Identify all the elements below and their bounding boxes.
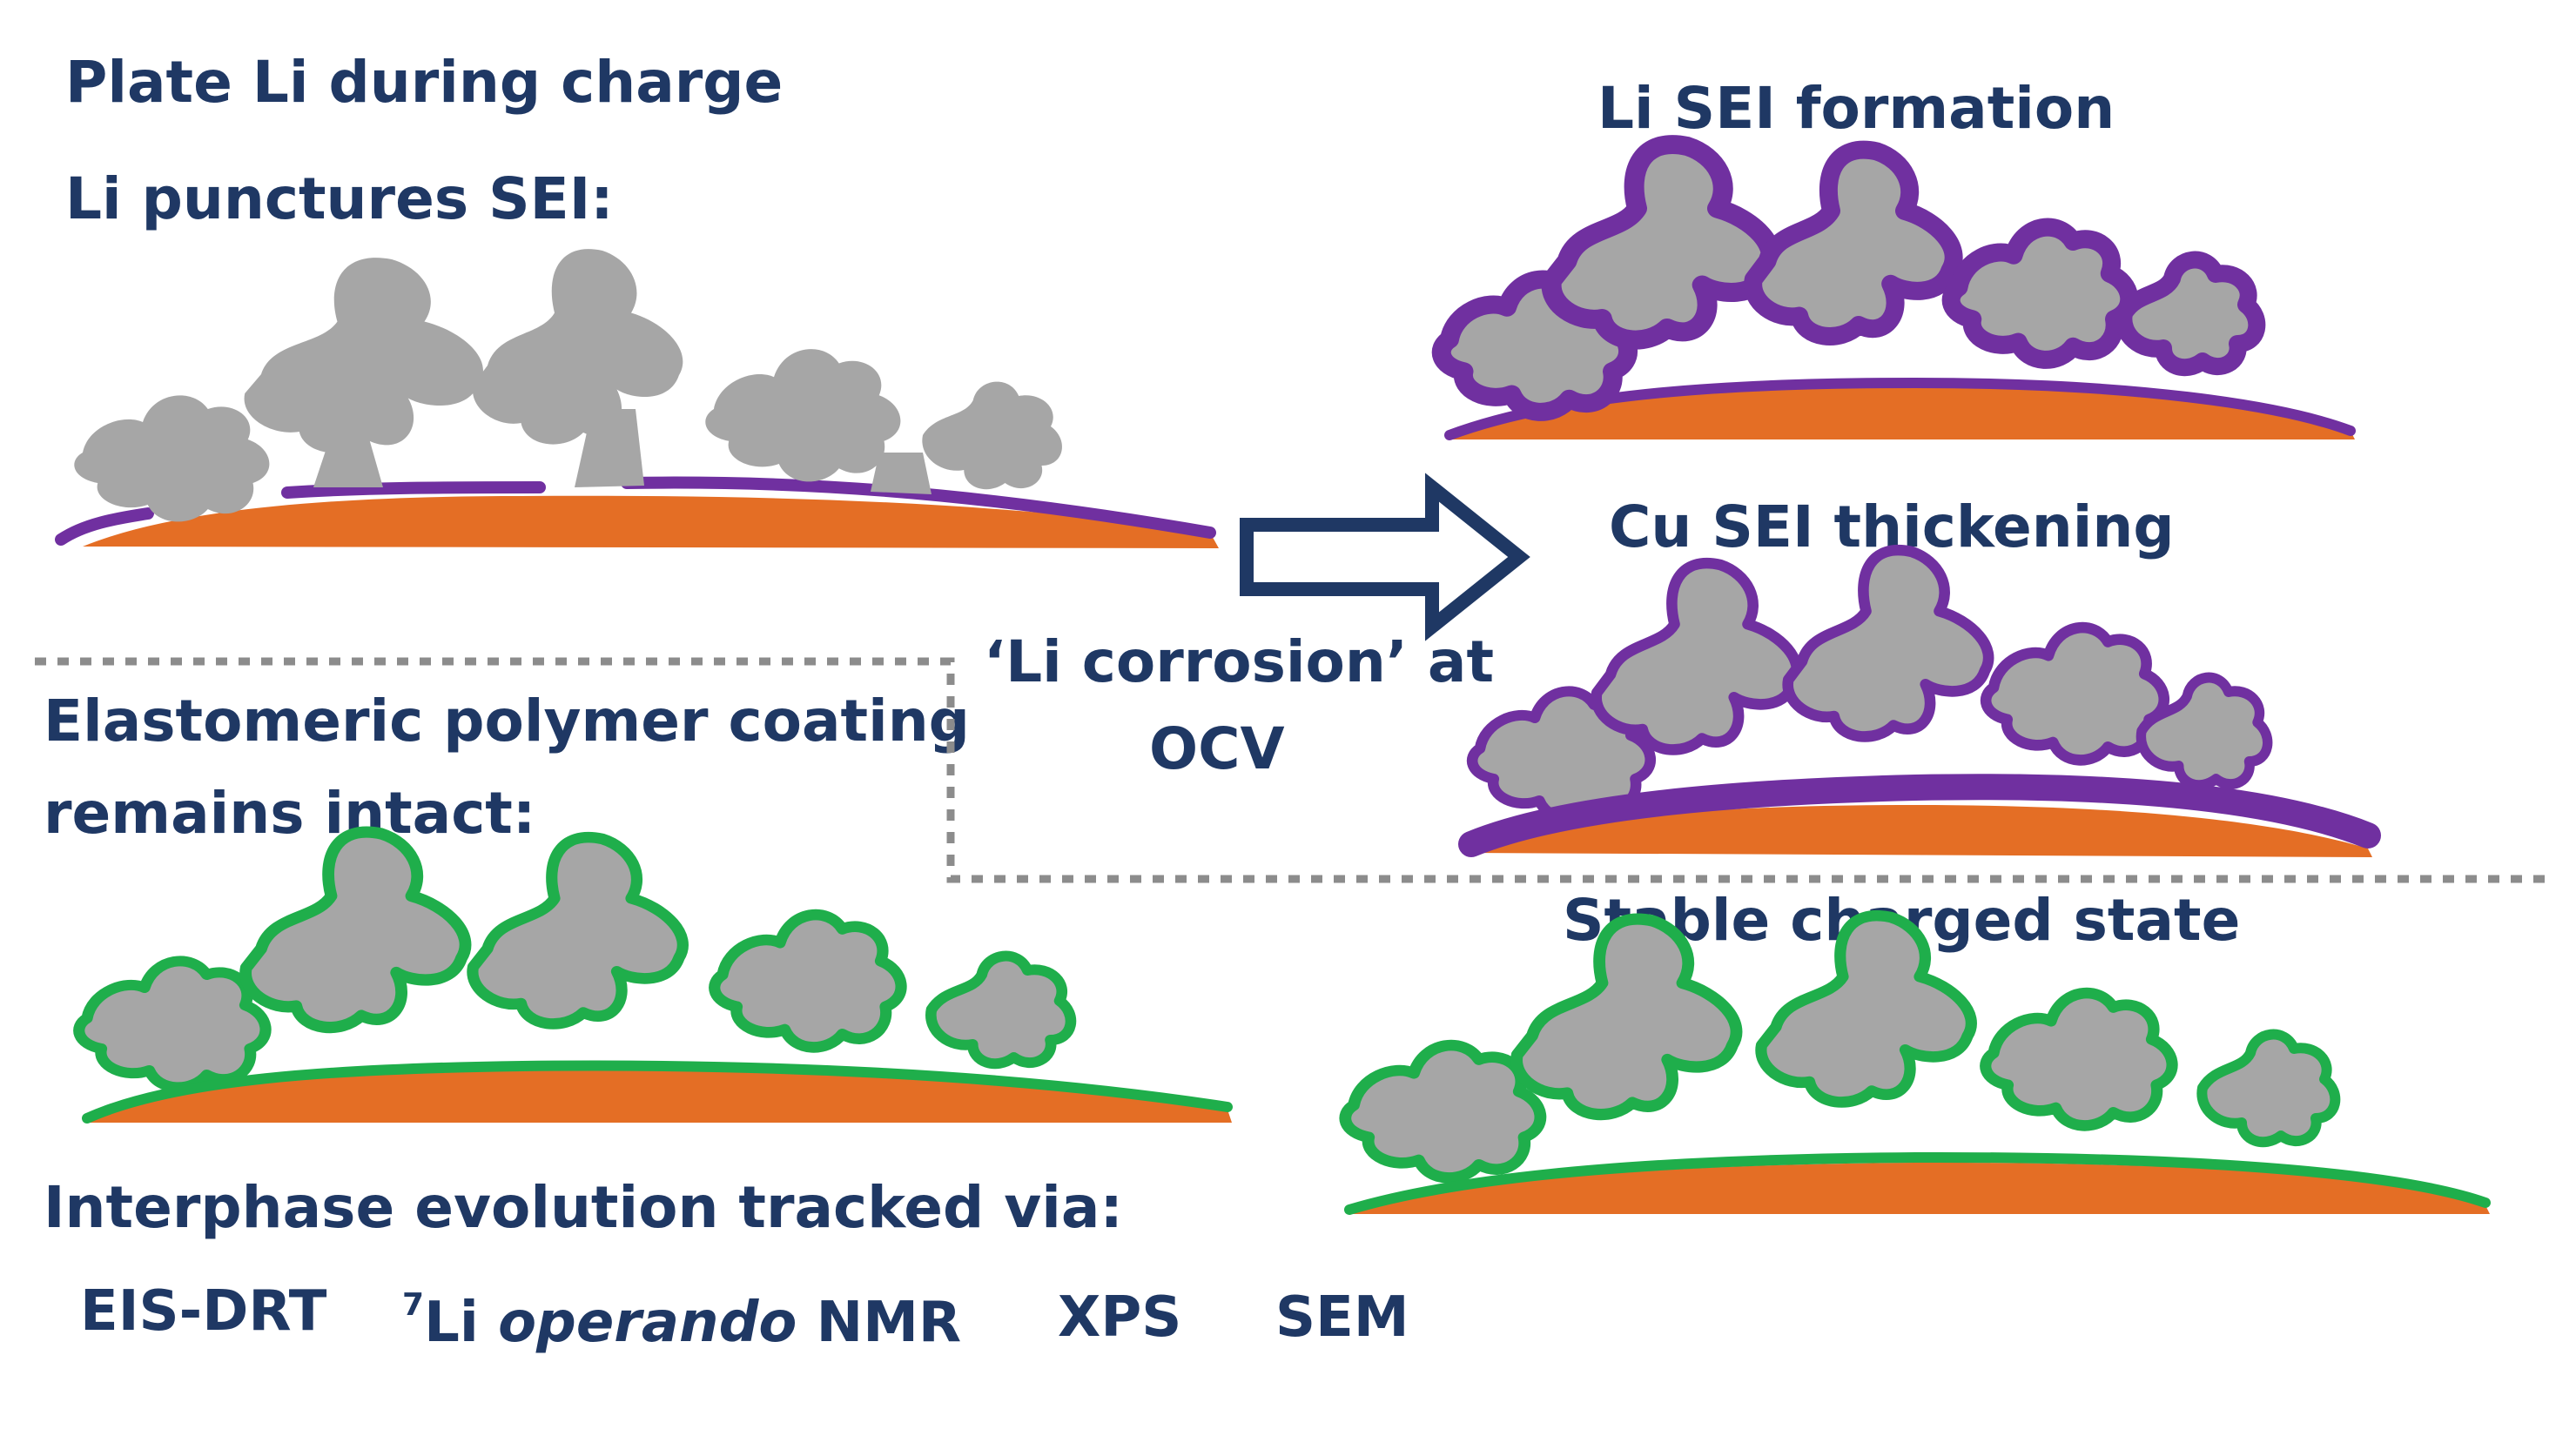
copper-substrate — [1349, 1162, 2490, 1214]
technique-sem: SEM — [1275, 1285, 1409, 1350]
nmr-li: Li — [424, 1291, 499, 1355]
polymer-coating-layer — [1344, 1151, 2491, 1215]
nmr-rest: NMR — [797, 1291, 962, 1355]
lithium-deposits — [74, 249, 1062, 522]
copper-substrate — [1449, 387, 2355, 439]
panel-li-punctures-sei — [55, 249, 1219, 548]
heading-elastomeric-line1: Elastomeric polymer coating — [44, 688, 970, 755]
nmr-operando: operando — [498, 1291, 797, 1355]
superscript-7: 7 — [402, 1287, 425, 1323]
lithium-with-polymer — [1345, 916, 2335, 1177]
heading-interphase-evolution: Interphase evolution tracked via: — [44, 1174, 1123, 1241]
panel-cu-sei-thickening — [1458, 550, 2381, 857]
lithium-with-polymer — [79, 832, 1071, 1087]
copper-substrate — [1467, 805, 2372, 857]
technique-li-operando-nmr: 7Li operando NMR — [402, 1287, 961, 1352]
heading-li-punctures-sei: Li punctures SEI: — [65, 165, 614, 232]
technique-eis-drt: EIS-DRT — [80, 1279, 327, 1344]
panel-li-sei-formation — [1442, 144, 2356, 440]
polymer-coating-layer — [82, 1060, 1233, 1124]
heading-li-sei-formation: Li SEI formation — [1597, 75, 2115, 142]
technique-xps: XPS — [1058, 1285, 1182, 1350]
caption-li-corrosion-line2: OCV — [1149, 715, 1285, 782]
panel-elastomeric-coating — [79, 832, 1233, 1124]
lithium-with-sei — [1442, 144, 2257, 412]
heading-plate-li: Plate Li during charge — [65, 49, 784, 116]
transition-arrow — [1240, 473, 1530, 641]
panel-stable-charged-state — [1344, 916, 2491, 1215]
caption-li-corrosion-line1: ‘Li corrosion’ at — [984, 628, 1495, 695]
dotted-divider — [35, 657, 2551, 883]
thick-sei-layer — [1458, 774, 2381, 857]
copper-substrate — [83, 495, 1219, 548]
heading-elastomeric-line2: remains intact: — [44, 780, 536, 847]
copper-substrate — [87, 1070, 1232, 1123]
sei-layer — [1444, 377, 2356, 440]
